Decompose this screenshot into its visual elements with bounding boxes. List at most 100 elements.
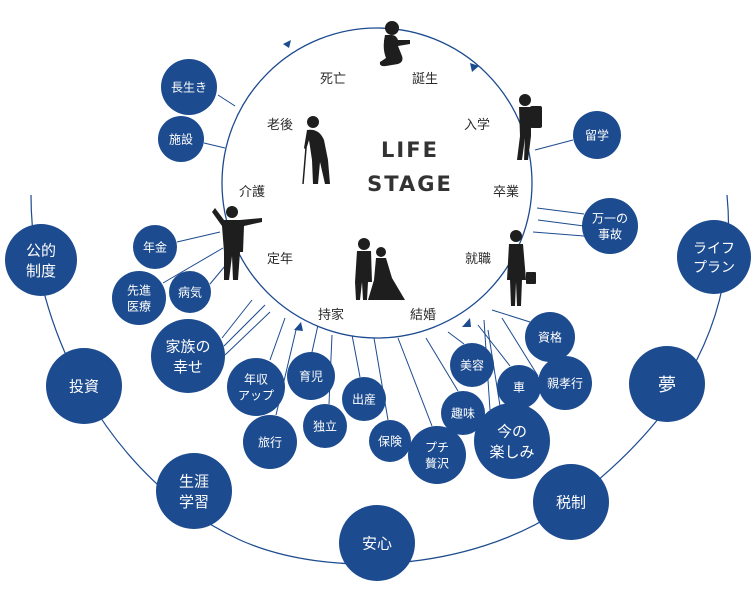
connector-kazoku-2 [224, 311, 271, 356]
stage-rougo: 老後 [267, 118, 293, 133]
bubble-circle-shisetsu [158, 116, 204, 162]
connector-manichi-2 [532, 231, 585, 237]
bubble-circle-yume [629, 346, 705, 422]
connector-senshin-0 [162, 247, 224, 284]
bubble-circle-senshin [112, 271, 166, 325]
stage-labels: 死亡 誕生 入学 卒業 就職 結婚 持家 定年 介護 老後 [239, 72, 519, 323]
stage-teinen: 定年 [267, 252, 293, 267]
bubble-label-shougai-0: 生涯 [179, 473, 209, 491]
connector-nenshuu-0 [269, 317, 286, 361]
bubble-label-tanoshimi-0: 今の [497, 423, 527, 441]
bubble-label-biyou-0: 美容 [460, 358, 484, 373]
bubble-circle-puchi [408, 426, 466, 484]
bubble-circle-shumi [441, 391, 485, 435]
bubble-label-ryuugaku-0: 留学 [585, 128, 609, 143]
bubble-label-yume-0: 夢 [658, 375, 676, 396]
bubble-label-lifeplan-0: ライフ [693, 241, 735, 257]
baby-silhouette-icon [379, 21, 410, 67]
bubble-label-kouteki-1: 制度 [26, 262, 56, 280]
bubble-label-zeisei-0: 税制 [556, 494, 586, 512]
businessman-silhouette-icon [507, 230, 536, 306]
bubble-label-shisetsu-0: 施設 [169, 132, 193, 147]
bubble-circle-anshin [339, 505, 415, 581]
bubble-byouki: 病気 [169, 271, 211, 313]
connector-shisetsu-0 [203, 142, 226, 149]
bubble-label-oyakoukou-0: 親孝行 [547, 377, 583, 391]
stage-kekkon: 結婚 [410, 308, 436, 323]
bubble-label-ryokou-0: 旅行 [258, 436, 282, 450]
stage-sotsugyou: 卒業 [493, 184, 519, 200]
bubble-circle-tanoshimi [474, 403, 550, 479]
connector-oyakoukou-0 [501, 317, 539, 377]
bubble-circle-kuruma [497, 365, 541, 409]
bubble-label-senshin-0: 先進 [127, 283, 151, 297]
connector-shumi-0 [425, 337, 459, 392]
bubble-label-nenkin-0: 年金 [143, 240, 167, 255]
bubble-label-anshin-0: 安心 [362, 535, 392, 553]
bubble-circle-dokuritsu [303, 404, 347, 448]
bubble-yume: 夢 [629, 346, 705, 422]
bubble-dokuritsu: 独立 [303, 404, 347, 448]
bubble-shussan: 出産 [342, 377, 386, 421]
bubble-label-nenshuu-0: 年収 [244, 372, 268, 386]
bubble-label-nagaiki-0: 長生き [171, 81, 207, 95]
bubble-anshin: 安心 [339, 505, 415, 581]
bubble-nenkin: 年金 [133, 225, 177, 269]
bubble-label-kuruma-0: 車 [513, 381, 525, 395]
ring-arrow-bottom-left [294, 322, 303, 331]
bubble-circle-nagaiki [161, 59, 217, 115]
bubble-label-hoken-0: 保険 [378, 435, 402, 449]
bubble-circle-ryokou [243, 415, 297, 469]
bubble-circle-biyou [450, 343, 494, 387]
bubble-label-dokuritsu-0: 独立 [313, 419, 337, 434]
bubble-ryuugaku: 留学 [573, 111, 621, 159]
bubble-circle-manichi [582, 198, 638, 254]
bubble-label-shumi-0: 趣味 [451, 406, 475, 421]
bubble-label-kazoku-1: 幸せ [173, 358, 203, 376]
topic-bubbles: 長生き施設留学万一の事故年金先進医療病気家族の幸せ年収アップ育児旅行独立出産保険… [5, 59, 751, 581]
bubble-label-toushi-0: 投資 [69, 378, 99, 396]
bubble-circle-toushi [46, 348, 122, 424]
connector-manichi-0 [536, 207, 585, 215]
bubble-nagaiki: 長生き [161, 59, 217, 115]
bubble-label-kouteki-0: 公的 [26, 242, 56, 260]
connector-nenkin-0 [176, 231, 221, 243]
stage-kaigo: 介護 [239, 184, 265, 200]
bubble-hoken: 保険 [369, 420, 411, 462]
bubble-circle-nenkin [133, 225, 177, 269]
student-silhouette-icon [517, 94, 542, 160]
stage-shuushoku: 就職 [465, 252, 491, 267]
bubble-shumi: 趣味 [441, 391, 485, 435]
connector-kazoku-1 [223, 304, 266, 347]
connector-ryuugaku-0 [534, 139, 574, 151]
elderly-silhouette-icon [302, 116, 330, 185]
ring-arrow-bottom-right [462, 318, 471, 327]
bubble-label-shussan-0: 出産 [352, 392, 376, 407]
bubble-circle-zeisei [533, 464, 609, 540]
ring-arrow-top-right [470, 63, 479, 72]
bubble-circle-byouki [169, 271, 211, 313]
bubble-label-lifeplan-1: プラン [693, 260, 735, 276]
bubble-shisetsu: 施設 [158, 116, 204, 162]
bubble-kuruma: 車 [497, 365, 541, 409]
bubble-label-manichi-0: 万一の [592, 211, 628, 225]
connector-shikaku-0 [491, 309, 531, 323]
bubble-circle-hoken [369, 420, 411, 462]
bubble-shikaku: 資格 [525, 312, 575, 362]
bubble-zeisei: 税制 [533, 464, 609, 540]
connector-puchi-0 [397, 337, 433, 427]
bubble-label-byouki-0: 病気 [178, 285, 202, 300]
bubble-label-shikaku-0: 資格 [538, 330, 562, 345]
bubble-circle-ikuji [287, 352, 335, 400]
bubble-circle-kouteki [5, 224, 77, 296]
bubble-label-nenshuu-1: アップ [238, 389, 274, 403]
ring-arrow-top-left [283, 40, 291, 48]
bubble-circle-oyakoukou [538, 356, 592, 410]
bubble-circle-ryuugaku [573, 111, 621, 159]
center-title-stage: STAGE [367, 172, 453, 196]
